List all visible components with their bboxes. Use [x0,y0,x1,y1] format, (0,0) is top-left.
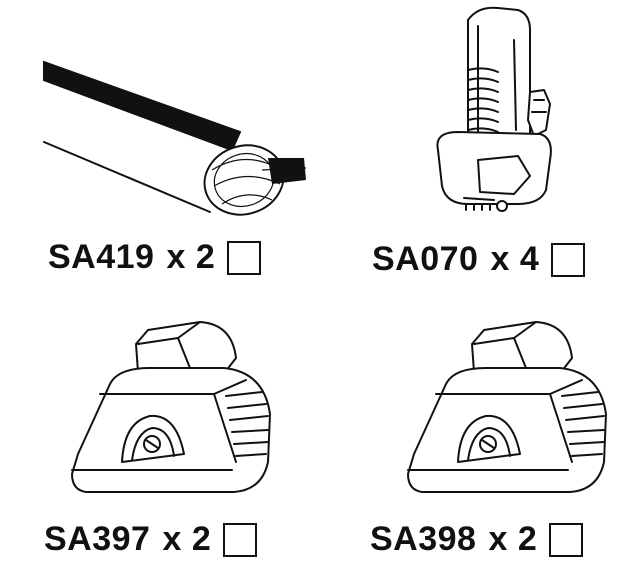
part-quantity: x 2 [166,238,216,276]
checkbox[interactable] [551,242,586,277]
label-sa398: SA398 x 2 [370,520,584,559]
part-quantity: x 2 [488,520,538,558]
checkbox[interactable] [549,522,584,557]
label-sa419: SA419 x 2 [48,238,262,277]
checkbox[interactable] [223,522,258,557]
part-code: SA419 [48,238,155,276]
label-sa070: SA070 x 4 [372,240,586,279]
foot-pad-icon [71,321,271,493]
part-code: SA397 [44,520,151,558]
part-quantity: x 4 [490,240,540,278]
part-sa070: SA070 x 4 [318,0,636,284]
part-sa397: SA397 x 2 [0,284,318,568]
part-sa419: SA419 x 2 [0,0,318,284]
part-code: SA398 [370,520,477,558]
part-quantity: x 2 [162,520,212,558]
part-code: SA070 [372,240,479,278]
label-sa397: SA397 x 2 [44,520,258,559]
checkbox[interactable] [227,240,262,275]
bar-clamp-icon [436,6,552,212]
roof-bar-icon [43,60,307,216]
part-sa398: SA398 x 2 [318,284,636,568]
foot-pad-icon [407,321,607,493]
